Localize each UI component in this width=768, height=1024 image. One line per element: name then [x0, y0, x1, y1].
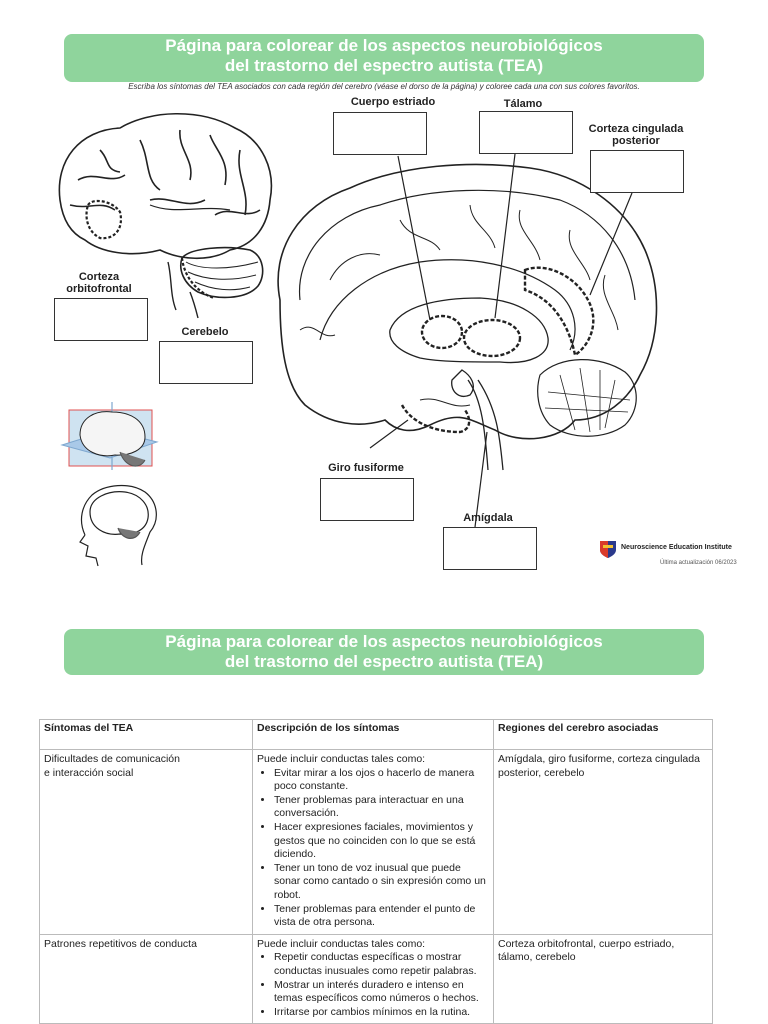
title-line-2: del trastorno del espectro autista (TEA) [224, 652, 544, 671]
label-line: orbitofrontal [66, 283, 132, 295]
symptom-cell: Dificultades de comunicación e interacci… [39, 749, 253, 935]
list-item: Tener un tono de voz inusual que puede s… [274, 862, 489, 903]
symptom-cell: Patrones repetitivos de conducta [39, 933, 253, 1024]
answer-box-corteza-orbitofrontal[interactable] [54, 298, 148, 341]
list-item: Irritarse por cambios mínimos en la ruti… [274, 1006, 489, 1020]
page-title-banner-2: Página para colorear de los aspectos neu… [64, 629, 704, 675]
lateral-brain-illustration [58, 112, 273, 319]
answer-box-talamo[interactable] [479, 111, 573, 154]
sagittal-brain-illustration [277, 153, 658, 528]
label-cuerpo-estriado: Cuerpo estriado [350, 96, 436, 108]
head-silhouette [79, 485, 157, 567]
symptom-line: Patrones repetitivos de conducta [44, 937, 197, 950]
logo-text: Neuroscience Education Institute [621, 544, 732, 551]
label-talamo: Tálamo [503, 98, 543, 110]
title-line-2: del trastorno del espectro autista (TEA) [224, 56, 544, 75]
list-item: Hacer expresiones faciales, movimientos … [274, 821, 489, 862]
nei-logo [600, 541, 616, 558]
list-item: Evitar mirar a los ojos o hacerlo de man… [274, 767, 489, 794]
list-item: Tener problemas para interactuar en una … [274, 794, 489, 821]
label-giro-fusiforme: Giro fusiforme [328, 462, 404, 474]
label-line: posterior [612, 135, 660, 147]
answer-box-cerebelo[interactable] [159, 341, 253, 384]
answer-box-corteza-cingulada-posterior[interactable] [590, 150, 684, 193]
list-item: Repetir conductas específicas o mostrar … [274, 951, 489, 978]
header-regions: Regiones del cerebro asociadas [493, 719, 713, 750]
table-row: Dificultades de comunicación e interacci… [39, 749, 713, 935]
symptom-line: Dificultades de comunicación [44, 753, 180, 765]
last-updated: Última actualización 06/2023 [660, 560, 737, 566]
answer-box-giro-fusiforme[interactable] [320, 478, 414, 521]
instructions: Escriba los síntomas del TEA asociados c… [128, 82, 640, 91]
title-line-1: Página para colorear de los aspectos neu… [165, 632, 603, 651]
label-corteza-orbitofrontal: Corteza orbitofrontal [56, 271, 142, 295]
description-cell: Puede incluir conductas tales como: Repe… [252, 933, 494, 1024]
label-line: Corteza [78, 271, 120, 283]
table-header-row: Síntomas del TEA Descripción de los sínt… [39, 719, 713, 750]
brain-illustrations [58, 112, 658, 567]
regions-cell: Amígdala, giro fusiforme, corteza cingul… [493, 749, 713, 935]
description-intro: Puede incluir conductas tales como: [257, 937, 426, 950]
description-intro: Puede incluir conductas tales como: [257, 753, 426, 765]
list-item: Tener problemas para entender el punto d… [274, 903, 489, 930]
label-cerebelo: Cerebelo [181, 326, 229, 338]
regions-cell: Corteza orbitofrontal, cuerpo estriado, … [493, 933, 713, 1024]
list-item: Mostrar un interés duradero e intenso en… [274, 979, 489, 1006]
answer-box-amigdala[interactable] [443, 527, 537, 570]
symptoms-table: Síntomas del TEA Descripción de los sínt… [39, 719, 713, 1024]
page-title-banner: Página para colorear de los aspectos neu… [64, 34, 704, 82]
header-description: Descripción de los síntomas [252, 719, 494, 750]
answer-box-cuerpo-estriado[interactable] [333, 112, 427, 155]
label-line: Corteza cingulada [588, 123, 684, 135]
description-list: Repetir conductas específicas o mostrar … [257, 951, 489, 1019]
title-line-1: Página para colorear de los aspectos neu… [165, 36, 603, 55]
header-symptoms: Síntomas del TEA [39, 719, 253, 750]
description-cell: Puede incluir conductas tales como: Evit… [252, 749, 494, 935]
description-list: Evitar mirar a los ojos o hacerlo de man… [257, 767, 489, 930]
label-amigdala: Amígdala [463, 512, 513, 524]
orientation-thumbnail [60, 402, 159, 470]
symptom-line: e interacción social [44, 766, 134, 779]
table-row: Patrones repetitivos de conducta Puede i… [39, 933, 713, 1024]
label-corteza-cingulada-posterior: Corteza cingulada posterior [577, 123, 695, 147]
